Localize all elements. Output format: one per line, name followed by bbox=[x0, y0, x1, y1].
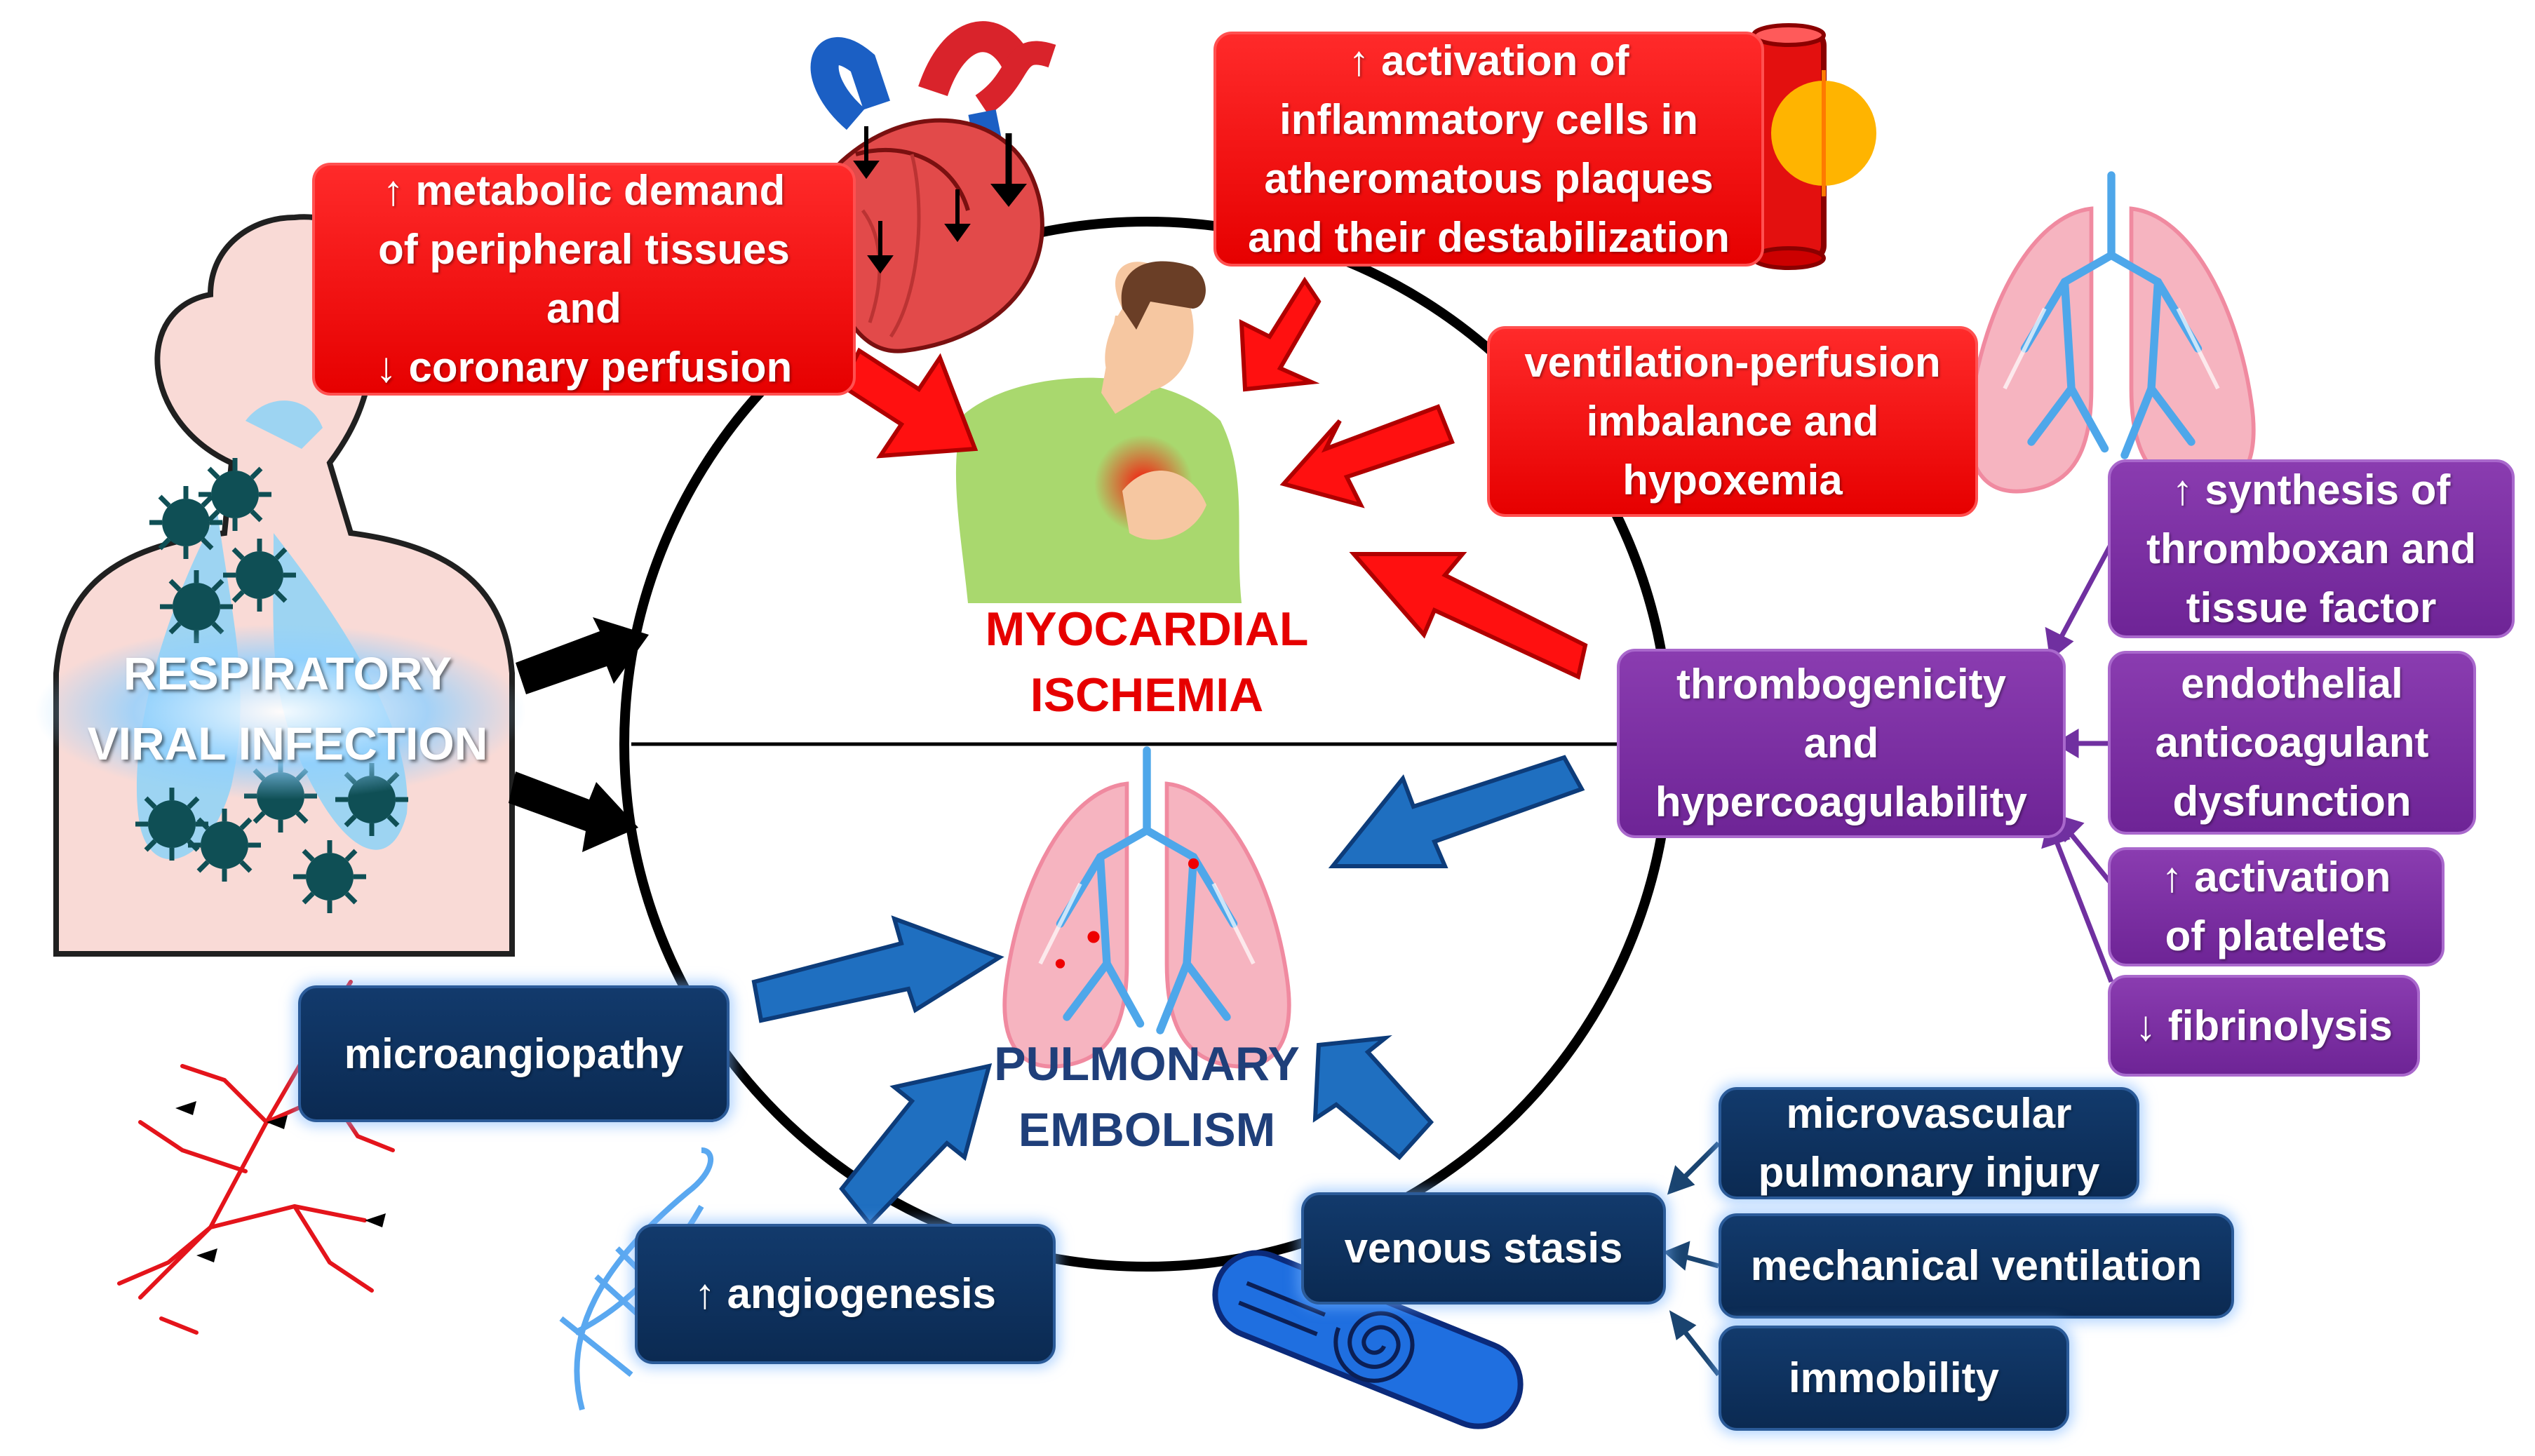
artery-plaque-icon bbox=[1751, 23, 1876, 270]
angiogenesis-box: ↑ angiogenesis bbox=[635, 1224, 1056, 1364]
mechanical-ventilation-box: mechanical ventilation bbox=[1719, 1213, 2234, 1319]
chest-pain-man-icon bbox=[955, 261, 1242, 603]
respiratory-person-icon bbox=[35, 214, 526, 957]
vessel-arrow-marks bbox=[175, 1101, 386, 1262]
microvascular-injury-box: microvascular pulmonary injury bbox=[1719, 1087, 2139, 1199]
respiratory-viral-infection-label: RESPIRATORY VIRAL INFECTION bbox=[87, 647, 488, 769]
myocardial-ischemia-label: MYOCARDIAL ISCHEMIA bbox=[985, 602, 1309, 722]
ischemia-arrows bbox=[839, 276, 1588, 680]
lungs-top-right-icon bbox=[1969, 175, 2253, 492]
embolism-arrows bbox=[751, 755, 1585, 1227]
viral-arrows bbox=[509, 617, 649, 852]
immobility-box: immobility bbox=[1719, 1326, 2069, 1431]
lungs-center-icon bbox=[1004, 750, 1289, 1067]
heart-icon bbox=[810, 21, 1056, 353]
stasis-connectors bbox=[1663, 1141, 1721, 1377]
fibrinolysis-box: ↓ fibrinolysis bbox=[2108, 975, 2420, 1077]
venous-stasis-box: venous stasis bbox=[1301, 1192, 1666, 1305]
pulmonary-embolism-label: PULMONARY EMBOLISM bbox=[994, 1037, 1300, 1157]
microangiopathy-box: microangiopathy bbox=[298, 985, 729, 1122]
